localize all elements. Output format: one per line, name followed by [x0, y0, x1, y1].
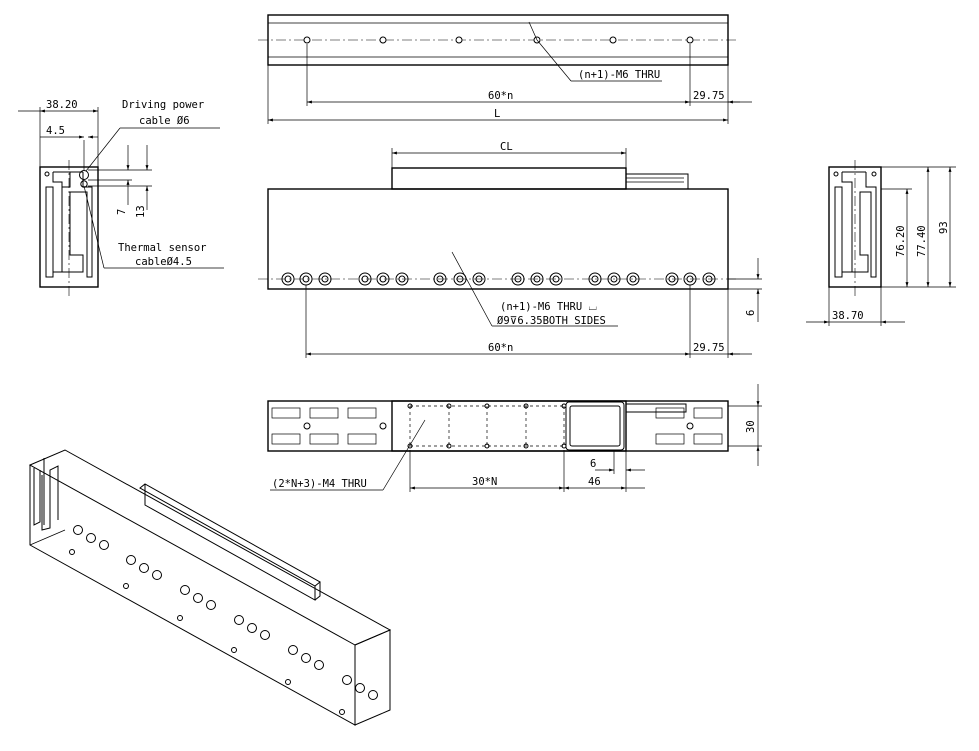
- front-callout-2: Ø9⊽6.35BOTH SIDES: [497, 315, 606, 327]
- front-holes: [281, 272, 716, 286]
- iso-end-face: [354, 629, 391, 726]
- dim-13-label: 13: [135, 205, 147, 218]
- isometric-view: [28, 449, 392, 726]
- slider-dim-46-label: 46: [588, 476, 601, 488]
- iso-slider: [139, 483, 321, 587]
- slider-block: [391, 167, 627, 190]
- right-h3-label: 93: [938, 221, 950, 234]
- dim-7-label: 7: [116, 209, 128, 215]
- left-width-label: 38.20: [46, 99, 78, 111]
- top-pitch-label: 60*n: [488, 90, 513, 102]
- top-hole: [303, 36, 311, 44]
- slider-dim-30-label: 30: [745, 420, 757, 433]
- slider-dim-6-label: 6: [590, 458, 596, 470]
- right-width-label: 38.70: [832, 310, 864, 322]
- top-callout: (n+1)-M6 THRU: [578, 69, 660, 81]
- sensor-label-1: Thermal sensor: [118, 242, 207, 254]
- front-view-body: [267, 188, 729, 290]
- slider-view-body: [267, 400, 729, 452]
- power-cable-circle: [79, 170, 89, 180]
- slider-callout: (2*N+3)-M4 THRU: [272, 478, 367, 490]
- front-dim-6-label: 6: [745, 310, 757, 316]
- right-h1-label: 76.20: [895, 225, 907, 257]
- top-offset-label: 29.75: [693, 90, 725, 102]
- sensor-label-2: cableØ4.5: [135, 256, 192, 268]
- front-callout-1: (n+1)-M6 THRU ⌴: [500, 301, 598, 313]
- top-hole: [609, 36, 617, 44]
- slider-left-slots: [271, 407, 387, 445]
- slider-pitch-label: 30*N: [472, 476, 497, 488]
- front-view: CL (n+1)-M6 THRU ⌴ Ø9⊽6.35BOTH SIDES: [258, 141, 762, 358]
- front-offset-label: 29.75: [693, 342, 725, 354]
- carriage-plate: [391, 400, 627, 452]
- top-view: (n+1)-M6 THRU 60*n 29.75 L: [258, 14, 752, 124]
- left-end-view: 38.20 4.5 Driving power cable Ø6 7 13 Th…: [18, 99, 224, 298]
- top-hole: [379, 36, 387, 44]
- left-end-hole: [44, 171, 50, 177]
- left-offset-label: 4.5: [46, 125, 65, 137]
- carriage-holes: [407, 403, 567, 449]
- slider-right-slots: [626, 403, 723, 445]
- cl-label: CL: [500, 141, 513, 153]
- right-end-view: 76.20 77.40 93 38.70: [806, 160, 956, 326]
- iso-holes: [69, 525, 378, 715]
- power-label-1: Driving power: [122, 99, 204, 111]
- top-length-label: L: [494, 108, 500, 120]
- top-hole: [686, 36, 694, 44]
- right-h2-label: 77.40: [916, 225, 928, 257]
- power-label-2: cable Ø6: [139, 115, 190, 127]
- front-pitch-label: 60*n: [488, 342, 513, 354]
- connector-box: [565, 401, 625, 451]
- top-hole: [455, 36, 463, 44]
- slider-view: 30 6 46 30*N (2*N+3)-M4 THRU: [267, 384, 762, 492]
